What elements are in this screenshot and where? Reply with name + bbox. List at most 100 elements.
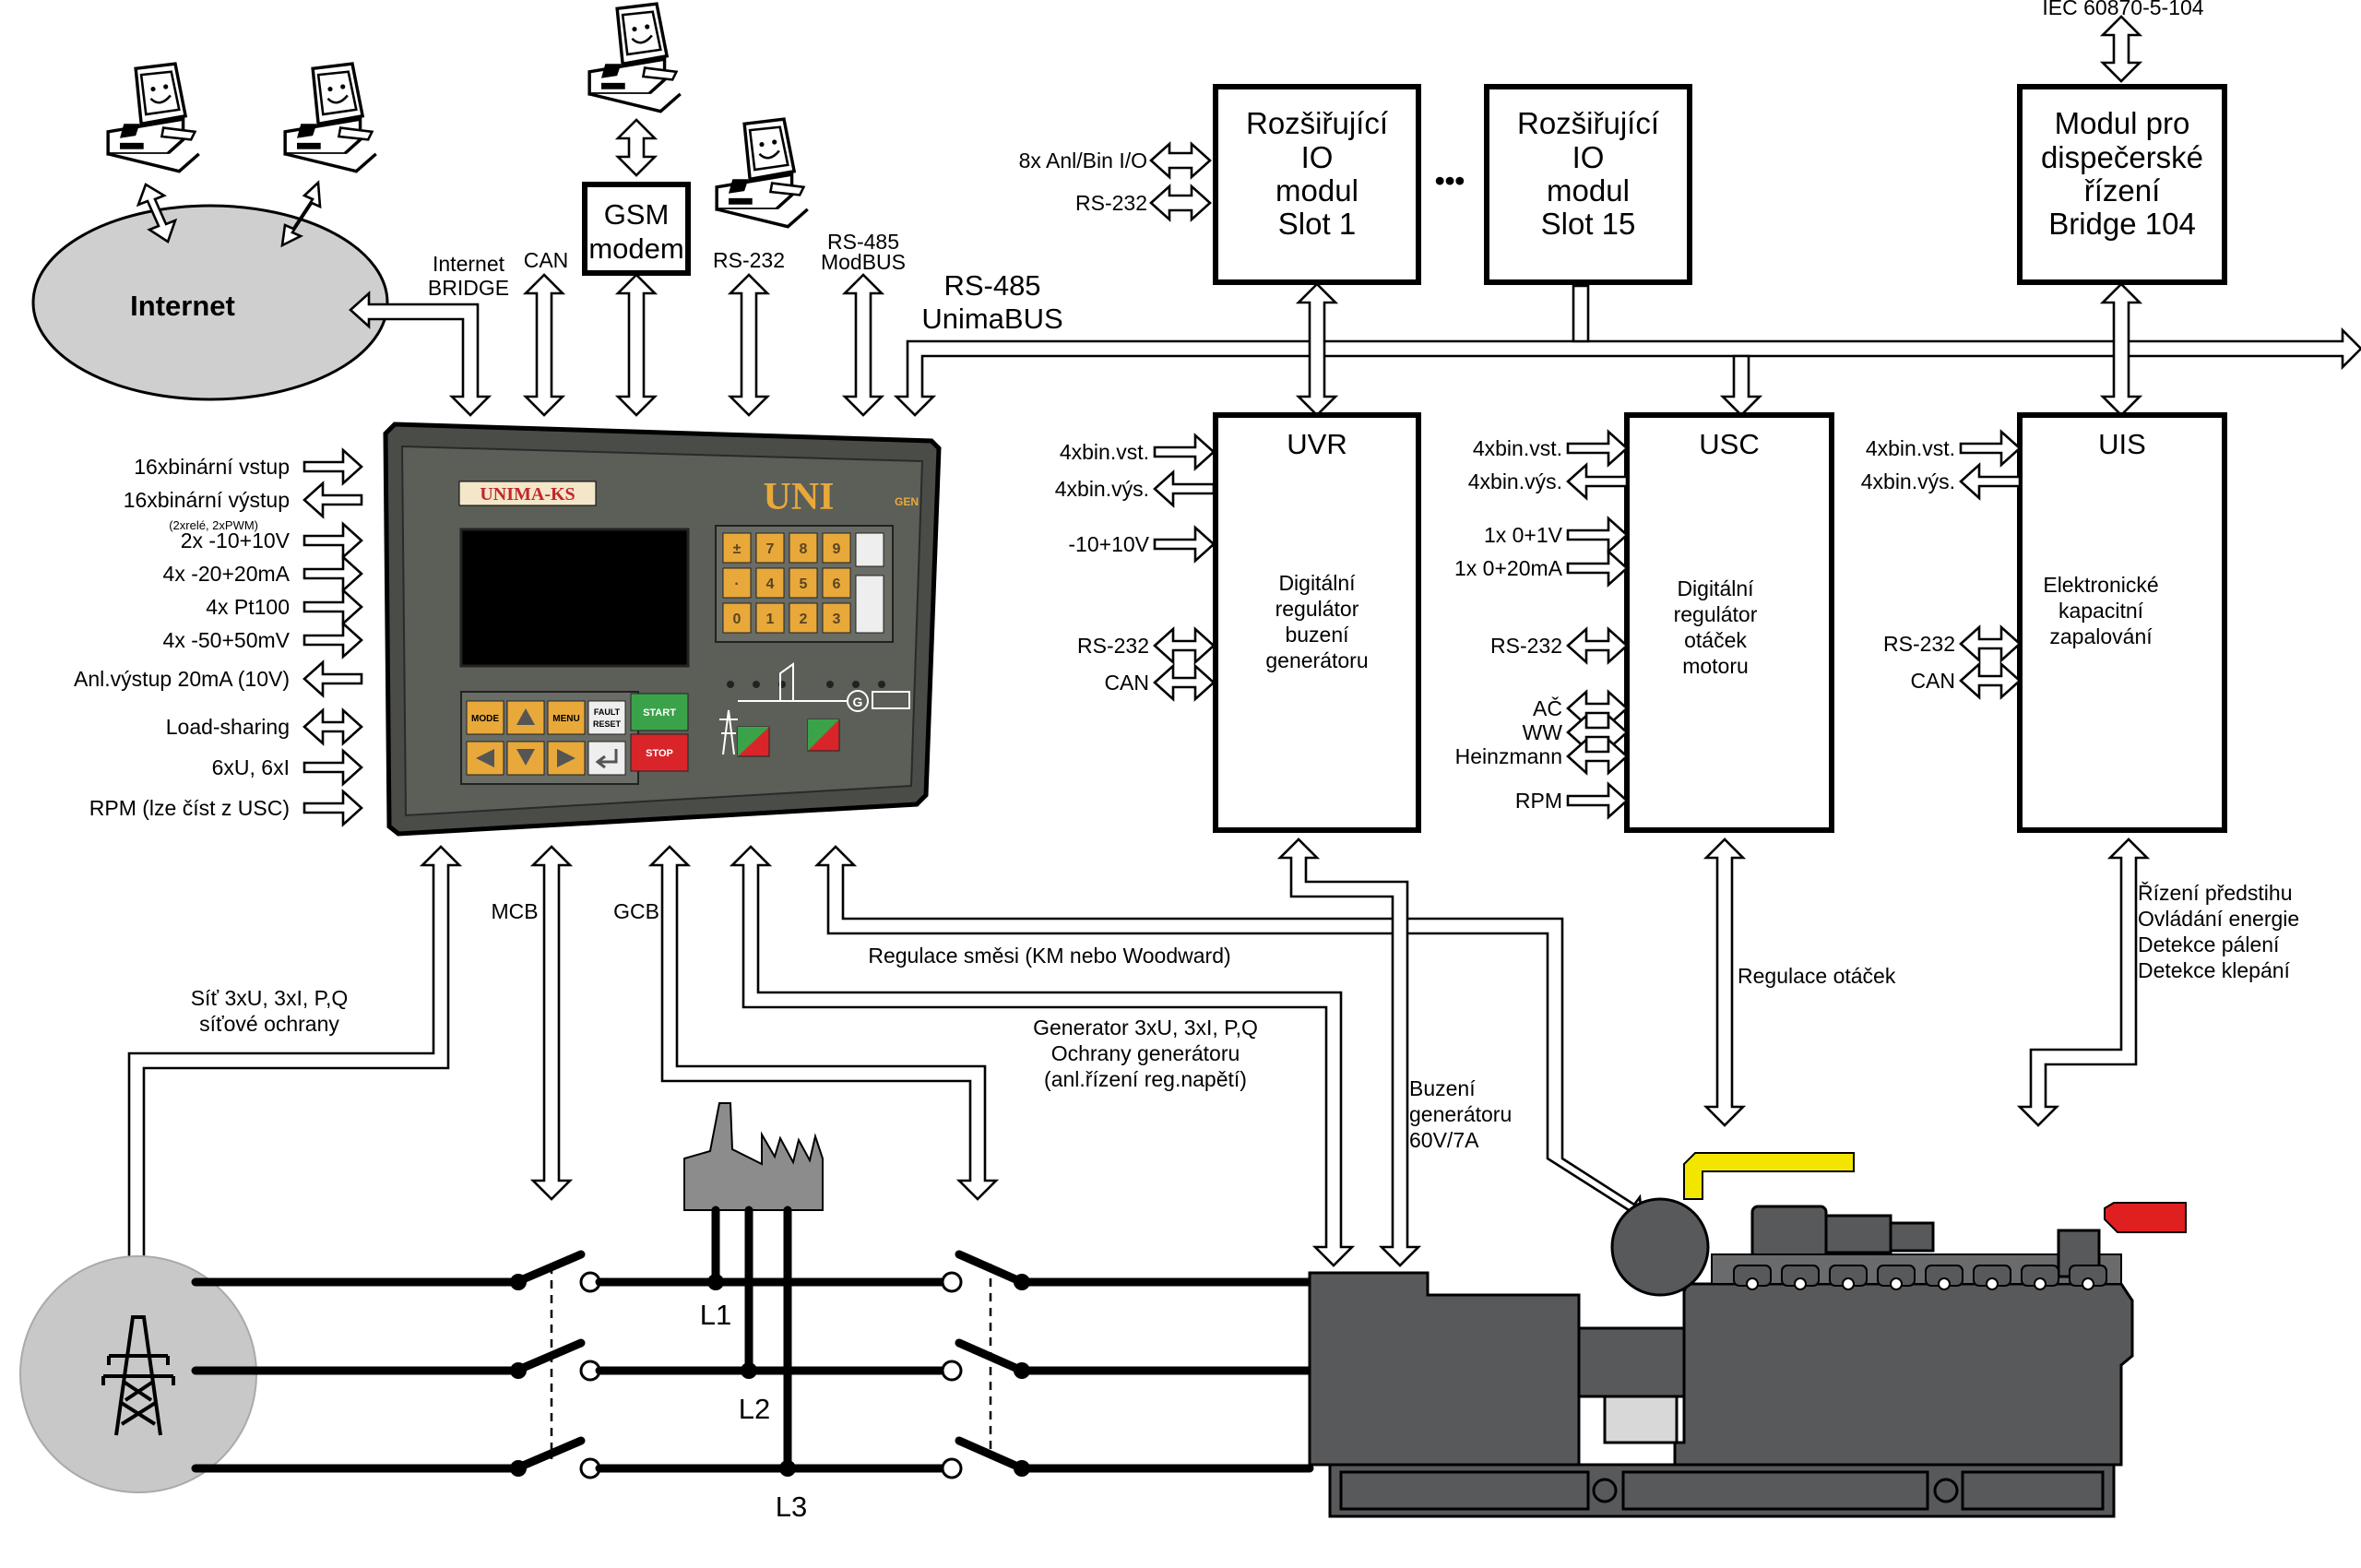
- io-module-slot1: Rozšiřující IO modul Slot 1: [1213, 84, 1421, 285]
- gsm-arrow: [614, 273, 658, 417]
- io-label: 16xbinární výstup: [124, 488, 290, 512]
- panel-engine-icon: [872, 691, 910, 709]
- io-label: 16xbinární vstup: [134, 455, 290, 479]
- io-sublabel: (2xrelé, 2xPWM): [169, 518, 258, 532]
- cylinder-bolt: [1794, 1277, 1807, 1290]
- cylinder-bolt: [1890, 1277, 1903, 1290]
- keypad-key[interactable]: ·: [722, 567, 752, 599]
- exhaust-yellow: [1683, 1152, 1855, 1200]
- module-io-label: 4xbin.výs.: [1468, 469, 1562, 493]
- module-io-arrow: [1153, 525, 1216, 564]
- mains-label: Síť 3xU, 3xI, P,Q: [191, 986, 349, 1010]
- usc-bus-link: [1719, 354, 1763, 417]
- brand-plate: [458, 481, 597, 506]
- right-button[interactable]: [547, 741, 586, 776]
- panel-tower-icon: [719, 709, 738, 755]
- excitation-label: 60V/7A: [1409, 1128, 1479, 1152]
- gen-logo: GEN: [895, 495, 919, 508]
- module-io-label: 4xbin.vst.: [1473, 436, 1562, 460]
- fault-reset-button[interactable]: FAULT RESET: [587, 700, 626, 735]
- keypad-key[interactable]: 8: [789, 532, 818, 564]
- module-io-arrow: [1566, 689, 1629, 728]
- keypad-key[interactable]: 0: [722, 602, 752, 634]
- module-io-arrow: [1153, 663, 1216, 702]
- stop-button[interactable]: STOP: [630, 733, 689, 772]
- keypad-key-label: 5: [800, 576, 808, 592]
- controller-io-list: 16xbinární vstup 16xbinární výstup (2xrelé…: [74, 447, 363, 827]
- keypad-key[interactable]: ±: [722, 532, 752, 564]
- module-io-label: 1x 0+20mA: [1454, 556, 1563, 580]
- keypad-key-label: ·: [734, 576, 739, 592]
- uis-function: Detekce pálení: [2138, 932, 2280, 956]
- module-io-label: RPM: [1515, 789, 1562, 813]
- up-button[interactable]: [506, 700, 545, 735]
- io-arrow-in: [303, 748, 363, 787]
- io-label: 2x -10+10V: [181, 529, 291, 552]
- factory-icon: [683, 1102, 824, 1477]
- keypad-key[interactable]: 9: [822, 532, 851, 564]
- menu-button[interactable]: MENU: [547, 700, 586, 735]
- computer-icon: [715, 117, 810, 229]
- rs485-unimabus-label: UnimaBUS: [921, 303, 1062, 335]
- gcb-arrow: [647, 845, 1000, 1201]
- panel-generator-icon: [847, 690, 869, 712]
- generator-sense-arrow: [729, 845, 1356, 1267]
- uis-desc: Elektronické: [2043, 573, 2158, 597]
- uis-title: UIS: [2098, 428, 2146, 460]
- enter-button[interactable]: [587, 741, 626, 776]
- keypad-key[interactable]: 6: [822, 567, 851, 599]
- cylinder-bolt: [1842, 1277, 1855, 1290]
- module-io-label: 1x 0+1V: [1484, 523, 1563, 547]
- keypad-key[interactable]: 5: [789, 567, 818, 599]
- io-label: RPM (lze číst z USC): [89, 796, 290, 820]
- keypad-key-label: 3: [833, 612, 841, 627]
- slot15-line: Slot 15: [1541, 207, 1636, 241]
- rs232-label: RS-232: [713, 248, 785, 272]
- generator-label: Generator 3xU, 3xI, P,Q: [1033, 1016, 1258, 1039]
- module-io-label: 4xbin.vst.: [1060, 440, 1149, 464]
- cylinder-bolt: [1938, 1277, 1951, 1290]
- mcb-switch: [510, 1250, 601, 1479]
- keypad-key[interactable]: 3: [822, 602, 851, 634]
- slot15-line: Rozšiřující: [1517, 106, 1659, 140]
- iec-label: IEC 60870-5-104: [2042, 0, 2203, 19]
- mode-button[interactable]: MODE: [466, 700, 504, 735]
- down-button[interactable]: [506, 741, 545, 776]
- phase-wire-mains: [191, 1277, 521, 1473]
- left-button[interactable]: [466, 741, 504, 776]
- generator-breaker-toggle[interactable]: [807, 719, 840, 752]
- keypad-key[interactable]: 7: [755, 532, 785, 564]
- uvr-desc: regulátor: [1275, 597, 1359, 621]
- keypad-key[interactable]: 1: [755, 602, 785, 634]
- gcb-label: GCB: [613, 899, 659, 923]
- pylon-icon: [101, 1315, 175, 1436]
- mixture-control-label: Regulace směsi (KM nebo Woodward): [868, 944, 1230, 968]
- io-arrow-in: [303, 588, 363, 626]
- module-io-arrow: [1153, 469, 1216, 508]
- keypad-key[interactable]: 2: [789, 602, 818, 634]
- io-arrow-in: [303, 521, 363, 560]
- keypad-enter-key[interactable]: [855, 575, 884, 634]
- phase-l3-label: L3: [776, 1491, 807, 1523]
- rs232-arrow: [727, 273, 771, 417]
- pc-internet-arrow: [136, 183, 178, 244]
- keypad-back-key[interactable]: [855, 532, 884, 567]
- usc-module: USC Digitální regulátor otáček motoru: [1624, 412, 1834, 833]
- internet-label: Internet: [130, 290, 235, 322]
- excitation-label: Buzení: [1409, 1076, 1476, 1100]
- uni-logo: UNI: [763, 476, 834, 518]
- coupling: [1603, 1395, 1679, 1444]
- bottom-connections: [127, 837, 2151, 1275]
- power-section: L1 L2 L3: [19, 1102, 2187, 1523]
- phase-l2-label: L2: [739, 1393, 770, 1425]
- iec-arrow: [2099, 15, 2143, 83]
- mains-breaker-toggle[interactable]: [737, 726, 770, 757]
- slot1-rs232-label: RS-232: [1075, 191, 1147, 215]
- bridge104-line: Bridge 104: [2048, 207, 2196, 241]
- genset: [1308, 1152, 2187, 1518]
- keypad-key[interactable]: 4: [755, 567, 785, 599]
- bridge104-line: Modul pro: [2055, 106, 2190, 140]
- start-button[interactable]: START: [630, 693, 689, 731]
